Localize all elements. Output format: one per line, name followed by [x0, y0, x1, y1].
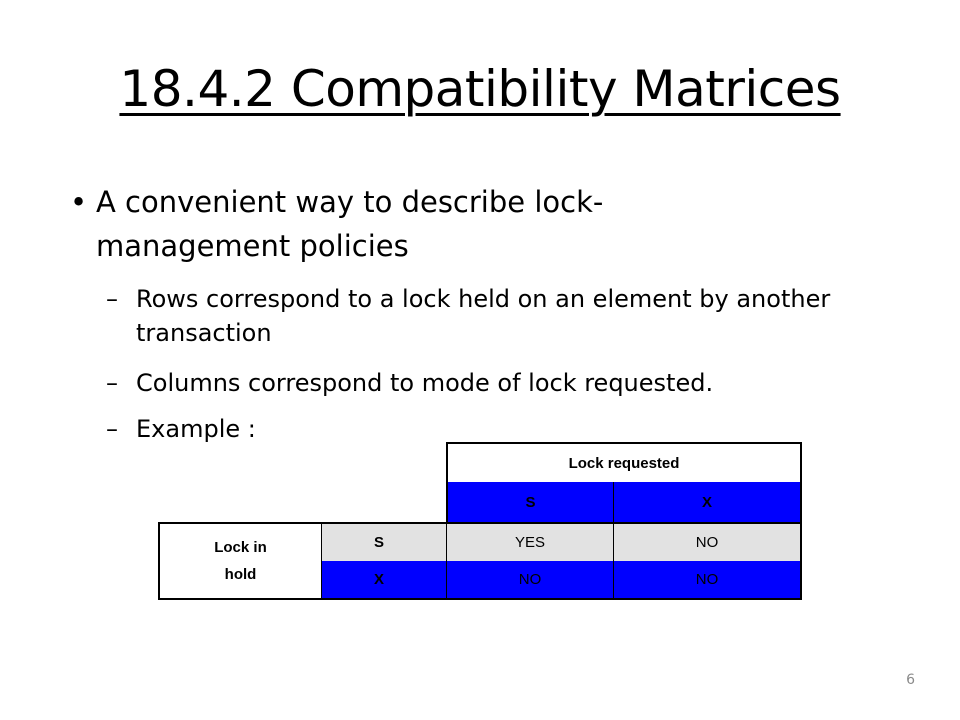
matrix-row-header: Lock in hold [158, 522, 322, 600]
sub-bullet-text-columns: Columns correspond to mode of lock reque… [136, 369, 714, 397]
bullet-item-main: • A convenient way to describe lock-mana… [70, 180, 930, 268]
matrix-col-label-x: X [614, 482, 802, 522]
matrix-cell-s-s: YES [446, 522, 614, 561]
bullet-dot-icon: • [70, 185, 88, 219]
sub-bullet-text-rows: Rows correspond to a lock held on an ele… [136, 285, 831, 347]
page-number: 6 [906, 672, 915, 688]
slide-title: 18.4.2 Compatibility Matrices [119, 60, 841, 118]
matrix-row-label-s: S [322, 522, 446, 561]
sub-bullet-rows: – Rows correspond to a lock held on an e… [70, 282, 930, 350]
bullet-list: • A convenient way to describe lock-mana… [70, 180, 930, 446]
sub-bullet-example: – Example : [70, 412, 930, 446]
matrix-cell-x-x: NO [614, 561, 802, 600]
matrix-column-header: Lock requested [446, 442, 802, 482]
sub-bullet-dash-icon: – [106, 369, 118, 397]
matrix-row-label-x: X [322, 561, 446, 600]
sub-bullet-columns: – Columns correspond to mode of lock req… [70, 366, 930, 400]
bullet-text-main: A convenient way to describe lock-manage… [96, 185, 604, 263]
sub-bullet-text-example: Example : [136, 415, 256, 443]
matrix-cell-s-x: NO [614, 522, 802, 561]
matrix-col-label-s: S [446, 482, 614, 522]
matrix-cell-x-s: NO [446, 561, 614, 600]
sub-bullet-dash-icon: – [106, 415, 118, 443]
sub-bullet-dash-icon: – [106, 285, 118, 313]
